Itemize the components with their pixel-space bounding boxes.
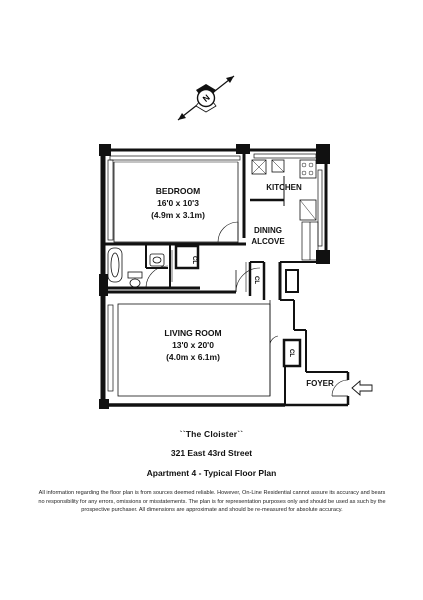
building-name: ``The Cloister`` [179,429,244,439]
bathroom [103,244,200,290]
foyer-closet-label: CL [288,349,294,357]
columns [99,144,330,409]
bedroom-name: BEDROOM [156,186,200,196]
bedroom-dims-m: (4.9m x 3.1m) [151,210,205,220]
bedroom-closet: CL [171,244,200,282]
kitchen-room [250,159,317,221]
exterior-walls [100,148,350,407]
disclaimer-text: All information regarding the floor plan… [38,490,386,514]
bedroom-room [113,150,246,244]
foyer-closet: CL [282,338,302,368]
plan-title: Apartment 4 - Typical Floor Plan [146,468,277,478]
bedroom-closet-label: CL [191,256,197,264]
living-dims-m: (4.0m x 6.1m) [166,352,220,362]
entry-arrow-icon [351,380,373,396]
windows [107,153,323,392]
foyer-name: FOYER [306,379,334,388]
dining-line1: DINING [254,226,282,235]
living-name: LIVING ROOM [164,328,221,338]
living-dims-ft: 13'0 x 20'0 [172,340,214,350]
bedroom-dims-ft: 16'0 x 10'3 [157,198,199,208]
compass: N [177,75,235,121]
entry-door [331,379,349,397]
kitchen-name: KITCHEN [266,183,302,192]
hall-closet: CL [245,261,299,300]
dining-line2: ALCOVE [251,237,285,246]
living-room [103,267,279,397]
building-address: 321 East 43rd Street [170,448,253,458]
hall-closet-label: CL [253,276,259,284]
compass-north-letter: N [201,92,212,104]
dining-window [301,221,319,261]
